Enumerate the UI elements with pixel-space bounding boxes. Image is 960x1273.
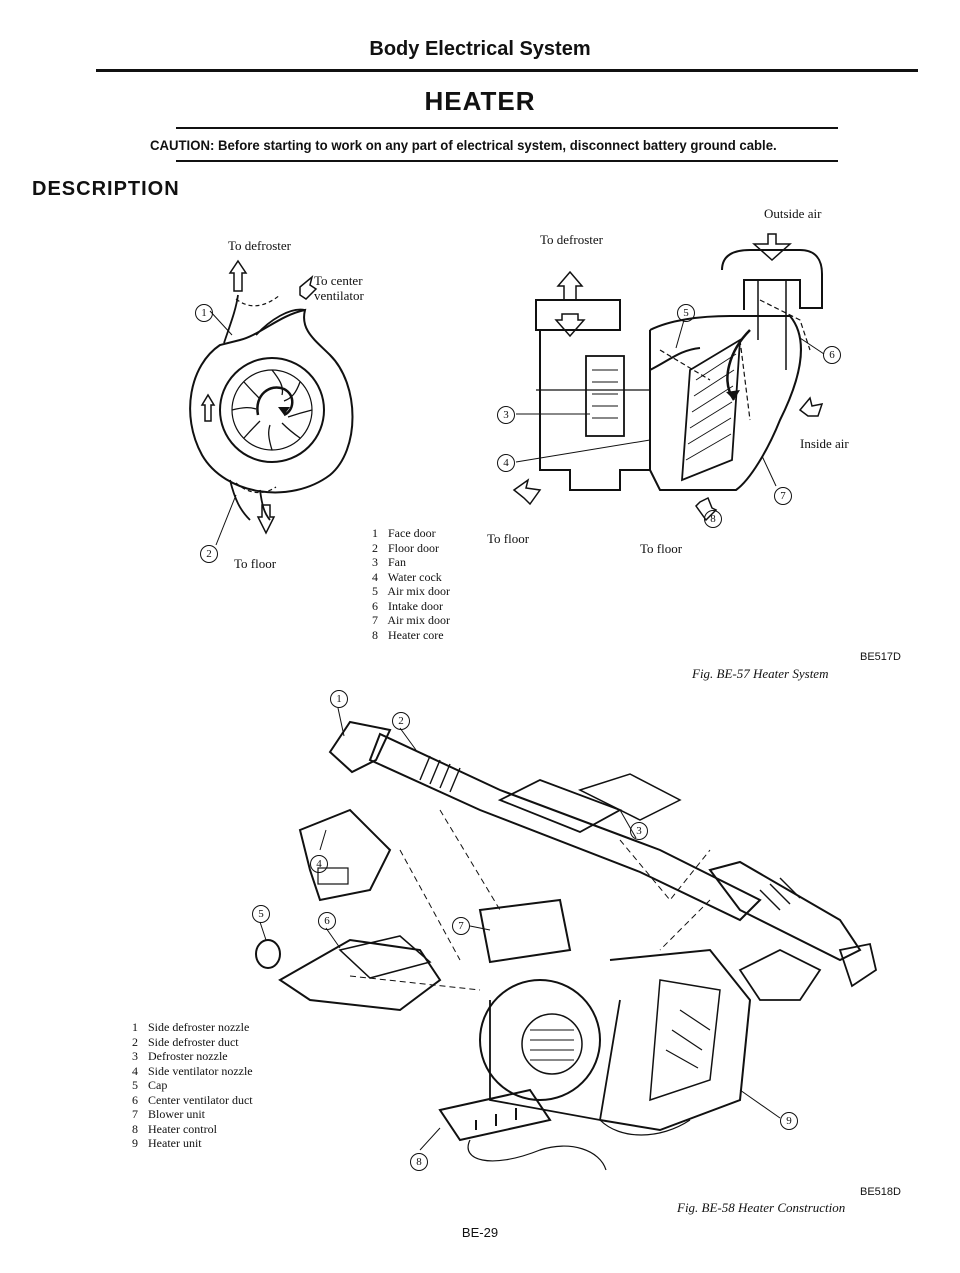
blower-scroll-diagram [189,259,354,546]
page-title: HEATER [424,86,536,116]
fig58-callout-7: 7 [452,917,470,935]
inside-air-label: Inside air [800,436,849,451]
legend-item: 6 Center ventilator duct [132,1093,253,1108]
legend-number: 5 [132,1078,138,1092]
legend-text: Center ventilator duct [148,1092,253,1107]
legend-number: 3 [132,1049,138,1063]
legend-text: Face door [388,526,436,540]
page-number: BE-29 [461,1225,499,1240]
to-center-ventilator-label: To center ventilator [314,273,364,303]
legend-item: 7 Air mix door [372,613,450,628]
legend-number: 9 [132,1136,138,1150]
legend-item: 2 Floor door [372,541,450,556]
legend-number: 2 [372,540,378,555]
legend-item: 1 Side defroster nozzle [132,1020,253,1035]
fig57-legend: 1 Face door 2 Floor door 3 Fan 4 Water c… [372,526,450,642]
callout-3: 3 [497,406,515,424]
callout-7: 7 [774,487,792,505]
legend-text: Side ventilator nozzle [148,1063,253,1078]
legend-number: 1 [132,1020,138,1034]
fig58-callout-8: 8 [410,1153,428,1171]
legend-item: 8 Heater core [372,628,450,643]
outside-air-label: Outside air [764,206,822,221]
legend-item: 5 Cap [132,1078,253,1093]
legend-number: 8 [132,1121,138,1136]
legend-number: 1 [372,526,378,540]
legend-number: 7 [372,613,378,627]
to-center-ventilator-line1: To center [314,273,363,288]
legend-text: Blower unit [148,1107,205,1121]
legend-item: 4 Side ventilator nozzle [132,1064,253,1079]
legend-number: 6 [132,1092,138,1107]
legend-number: 4 [372,569,378,584]
fig58-callout-1: 1 [330,690,348,708]
caution-label: CAUTION: [150,137,215,153]
heater-airflow-diagram [512,233,825,522]
legend-text: Cap [148,1078,168,1092]
callout-6: 6 [823,346,841,364]
legend-item: 6 Intake door [372,599,450,614]
legend-number: 8 [372,627,378,642]
fig58-callout-5: 5 [252,905,270,923]
right-to-floor-right-label: To floor [640,541,683,556]
legend-item: 5 Air mix door [372,584,450,599]
legend-number: 4 [132,1063,138,1078]
legend-item: 4 Water cock [372,570,450,585]
legend-text: Side defroster duct [148,1034,239,1049]
legend-item: 3 Defroster nozzle [132,1049,253,1064]
legend-item: 8 Heater control [132,1122,253,1137]
legend-text: Air mix door [387,613,451,627]
caution-top-rule [176,127,838,129]
legend-item: 7 Blower unit [132,1107,253,1122]
legend-item: 3 Fan [372,555,450,570]
right-to-floor-left-label: To floor [487,531,530,546]
callout-2: 2 [200,545,218,563]
legend-text: Fan [388,555,406,569]
legend-text: Air mix door [387,584,451,598]
legend-text: Floor door [388,540,439,555]
legend-number: 5 [372,584,378,598]
fig58-code: BE518D [860,1186,901,1198]
legend-item: 9 Heater unit [132,1136,253,1151]
legend-text: Heater control [148,1121,217,1136]
heater-construction-exploded-view [255,707,878,1171]
legend-text: Intake door [388,598,443,613]
callout-4: 4 [497,454,515,472]
legend-text: Heater core [388,627,444,642]
header-rule [96,69,918,72]
fig58-caption: Fig. BE-58 Heater Construction [677,1200,846,1215]
fig58-legend: 1 Side defroster nozzle 2 Side defroster… [132,1020,253,1151]
section-title: Body Electrical System [369,38,591,60]
description-heading: DESCRIPTION [32,178,180,200]
legend-number: 6 [372,598,378,613]
legend-number: 7 [132,1107,138,1121]
fig58-callout-9: 9 [780,1112,798,1130]
fig57-code: BE517D [860,651,901,663]
right-to-defroster-label: To defroster [540,232,603,247]
to-center-ventilator-line2: ventilator [314,288,364,303]
legend-text: Side defroster nozzle [148,1020,250,1034]
fig57-caption: Fig. BE-57 Heater System [692,666,829,681]
left-to-floor-label: To floor [234,556,277,571]
legend-item: 1 Face door [372,526,450,541]
legend-text: Water cock [387,569,442,584]
caution-text: Before starting to work on any part of e… [217,137,777,153]
legend-text: Defroster nozzle [148,1049,228,1063]
legend-number: 3 [372,555,378,569]
legend-number: 2 [132,1034,138,1049]
fig58-callout-6: 6 [318,912,336,930]
caution-notice: CAUTION: Before starting to work on any … [150,137,777,153]
caution-bottom-rule [176,160,838,162]
left-to-defroster-label: To defroster [228,238,291,253]
legend-text: Heater unit [148,1136,202,1150]
legend-item: 2 Side defroster duct [132,1035,253,1050]
